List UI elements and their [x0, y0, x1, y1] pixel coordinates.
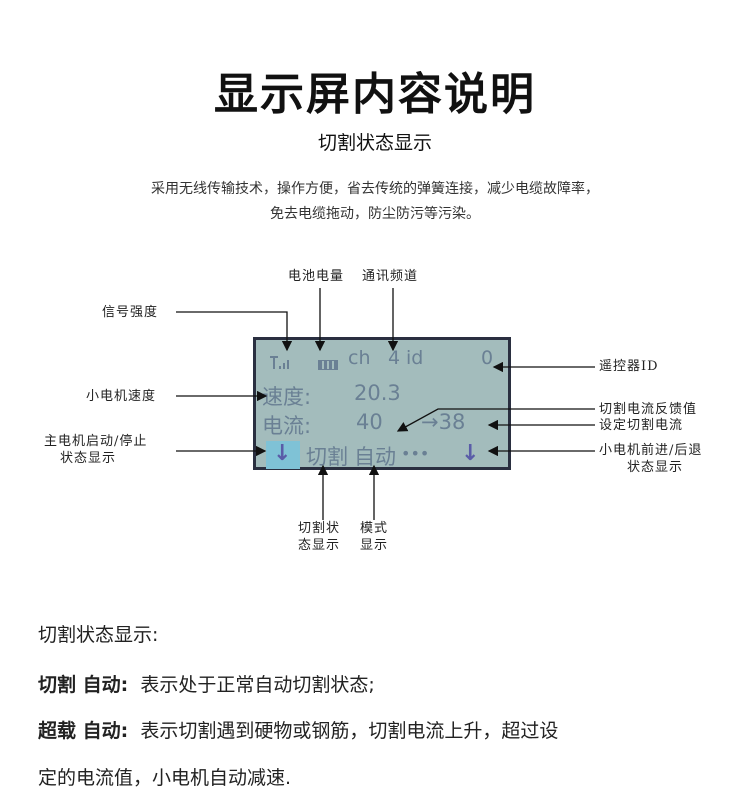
label-main-motor-line1: 主电机启动/停止 — [44, 434, 148, 449]
body-heading: 切割状态显示: — [38, 624, 159, 646]
label-small-motor-dir-line2: 状态显示 — [627, 460, 684, 475]
label-remote-id: 遥控器ID — [599, 359, 659, 374]
page-title: 显示屏内容说明 — [214, 69, 536, 120]
text-cut-auto: 表示处于正常自动切割状态; — [140, 674, 375, 696]
label-current-feedback: 切割电流反馈值 — [599, 402, 698, 417]
main-motor-highlight — [266, 441, 300, 469]
speed-value: 20.3 — [354, 381, 401, 405]
subtitle: 切割状态显示 — [317, 132, 432, 154]
label-channel: 通讯频道 — [362, 269, 419, 284]
text-overload-auto-cont: 定的电流值，小电机自动减速. — [38, 767, 292, 789]
current-value: 40 — [356, 410, 383, 434]
description-line-2: 免去电缆拖动，防尘防污等污染。 — [270, 206, 480, 222]
channel-value: 4 — [388, 347, 401, 369]
current-label: 电流: — [262, 414, 312, 438]
label-mode-line2: 显示 — [360, 538, 389, 553]
channel-label: ch — [348, 347, 371, 369]
term-cut-auto: 切割 自动: — [38, 674, 129, 696]
label-small-motor-speed: 小电机速度 — [86, 389, 157, 404]
label-cut-state-line1: 切割状 — [298, 521, 341, 536]
small-motor-arrow-icon: ↓ — [461, 441, 480, 466]
label-mode-line1: 模式 — [360, 521, 389, 536]
label-signal-strength: 信号强度 — [102, 305, 159, 320]
battery-icon — [318, 360, 338, 370]
label-small-motor-dir-line1: 小电机前进/后退 — [599, 443, 703, 458]
speed-label: 速度: — [262, 385, 312, 409]
term-overload-auto: 超载 自动: — [38, 720, 129, 742]
lcd-screen: ch 4 id 0 速度: 20.3 电流: 40 →38 ↓ 切割 自动 ••… — [253, 337, 511, 470]
id-value: 0 — [481, 347, 494, 369]
signal-strength-icon — [270, 355, 290, 374]
label-set-current: 设定切割电流 — [599, 418, 684, 433]
dots: ••• — [401, 444, 430, 463]
id-label: id — [406, 347, 424, 369]
label-cut-state-line2: 态显示 — [298, 538, 341, 553]
description-line-1: 采用无线传输技术，操作方便，省去传统的弹簧连接，减少电缆故障率， — [151, 181, 599, 197]
label-battery: 电池电量 — [288, 269, 345, 284]
text-overload-auto: 表示切割遇到硬物或钢筋，切割电流上升，超过设 — [140, 720, 559, 742]
label-main-motor-line2: 状态显示 — [60, 451, 117, 466]
main-motor-arrow-icon: ↓ — [273, 441, 292, 466]
